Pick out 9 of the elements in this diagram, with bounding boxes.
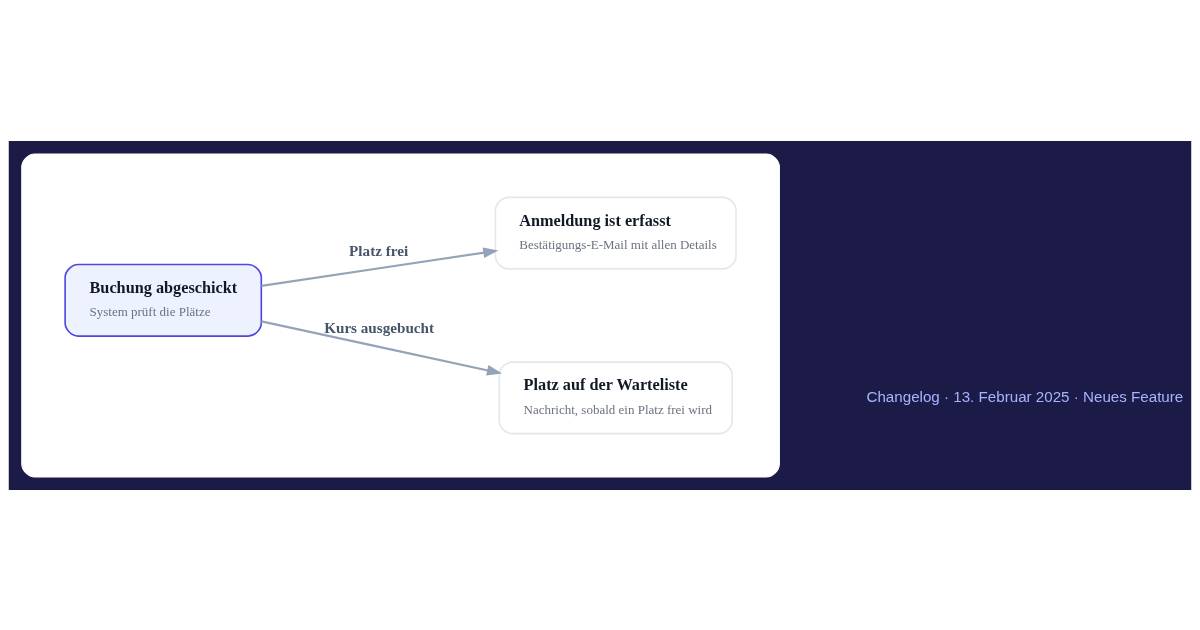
edge-label: Kurs ausgebucht [324,318,435,336]
node-box: Buchung abgeschickt System prüft die Plätze [64,263,263,337]
edge-label: Platz frei [349,241,409,259]
arrow [261,319,503,375]
label: Changelog · 13. Februar 2025 · Neues Feature [866,387,1184,405]
arrow [261,246,499,287]
cluster [21,152,780,478]
node-box: Platz auf der Warteliste Nachricht, sobald ein Platz frei wird [498,360,734,434]
node-box: Anmeldung ist erfasst Bestätigungs-E-Mail mit allen Details [494,196,737,270]
